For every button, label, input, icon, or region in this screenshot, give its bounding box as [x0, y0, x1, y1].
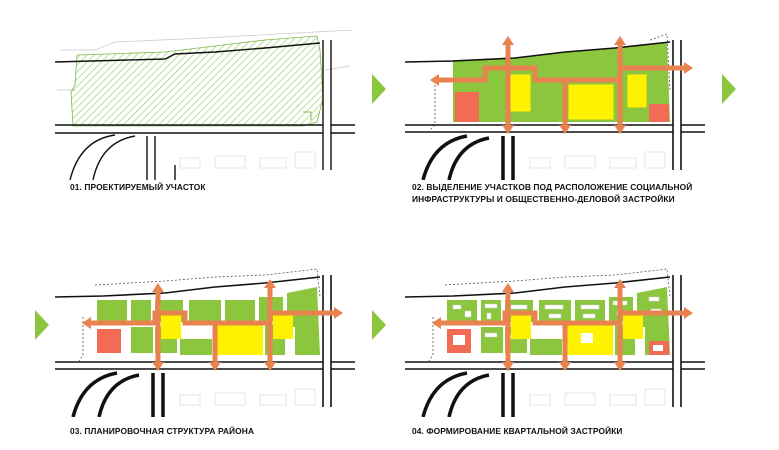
- next-step-arrow-1: [372, 74, 386, 104]
- business-block-3: [626, 73, 648, 109]
- social-block: [97, 329, 121, 353]
- business-block-c: [273, 313, 293, 339]
- next-step-arrow-2: [722, 74, 736, 104]
- business-block-c: [623, 313, 643, 339]
- next-step-arrow-4: [372, 310, 386, 340]
- business-block-b: [215, 321, 263, 355]
- caption-step-2a: 02. ВЫДЕЛЕНИЕ УЧАСТКОВ ПОД РАСПОЛОЖЕНИЕ …: [412, 182, 693, 192]
- caption-step-2b: ИНФРАСТРУКТУРЫ И ОБЩЕСТВЕННО-ДЕЛОВОЙ ЗАС…: [412, 194, 675, 204]
- site-hatched-area: [70, 35, 324, 127]
- panel-planning-structure: [55, 267, 355, 417]
- social-block-1: [455, 92, 479, 122]
- business-block-2: [567, 83, 615, 121]
- planning-axes-3: [87, 285, 335, 365]
- business-block-a: [511, 313, 531, 339]
- social-block-2: [649, 104, 669, 122]
- next-step-arrow-3: [35, 310, 49, 340]
- caption-step-1: 01. ПРОЕКТИРУЕМЫЙ УЧАСТОК: [70, 182, 206, 192]
- caption-step-3: 03. ПЛАНИРОВОЧНАЯ СТРУКТУРА РАЙОНА: [70, 426, 255, 436]
- panel-site: [55, 30, 355, 180]
- caption-step-4: 04. ФОРМИРОВАНИЕ КВАРТАЛЬНОЙ ЗАСТРОЙКИ: [412, 426, 623, 436]
- planning-axes-4: [437, 285, 685, 365]
- panel-block-development: [405, 267, 705, 417]
- planning-axes: [435, 42, 685, 128]
- panel-social-infrastructure: [405, 30, 705, 180]
- business-block-a: [161, 313, 181, 339]
- business-block-1: [508, 73, 532, 113]
